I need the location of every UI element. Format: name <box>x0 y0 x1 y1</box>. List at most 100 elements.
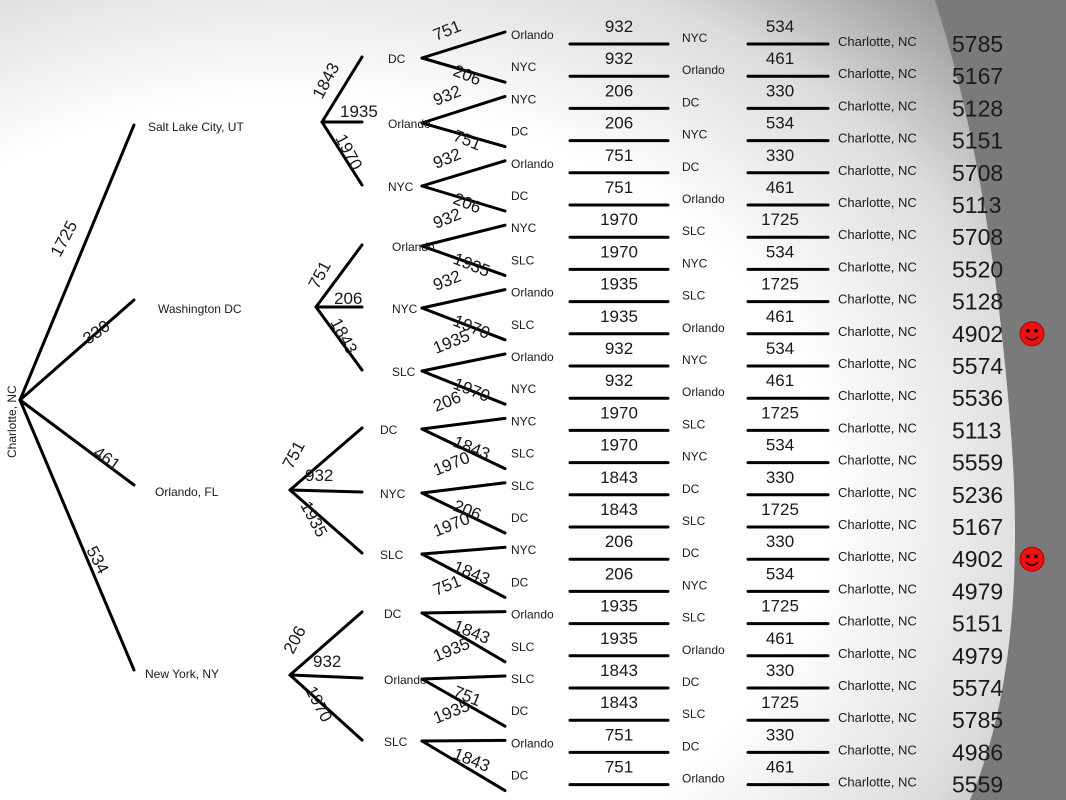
level3-city-label: SLC <box>511 640 535 654</box>
smiley-face-icon <box>1019 546 1045 572</box>
route-end-city-label: Charlotte, NC <box>838 742 917 757</box>
level2-city-label: DC <box>380 423 398 437</box>
level2-city-label: Orlando <box>388 117 431 131</box>
route-total-distance: 5536 <box>952 385 1003 411</box>
edge-level1-to-level2 <box>314 305 364 372</box>
level4-city-label: NYC <box>682 31 708 45</box>
edge-level2-to-level3 <box>420 427 507 471</box>
final-leg-distance-label: 534 <box>766 564 794 583</box>
level3-city-label: DC <box>511 189 529 203</box>
edge-level2-to-level3 <box>420 416 507 431</box>
level4-distance-label: 932 <box>605 371 633 390</box>
route-end-city-label: Charlotte, NC <box>838 646 917 661</box>
final-leg-distance-label: 330 <box>766 725 794 744</box>
edge-level2-to-level3 <box>420 610 507 615</box>
route-end-city-label: Charlotte, NC <box>838 66 917 81</box>
level3-city-label: DC <box>511 125 529 139</box>
route-total-distance: 5574 <box>952 353 1003 379</box>
level4-city-label: DC <box>682 675 700 689</box>
level2-city-label: SLC <box>380 548 404 562</box>
edge-root-to-level1 <box>18 398 136 487</box>
final-leg-distance-label: 1725 <box>761 210 799 229</box>
route-total-distance: 4979 <box>952 643 1003 669</box>
edge-level2-to-level3 <box>420 352 507 373</box>
final-leg-distance-label: 461 <box>766 178 794 197</box>
route-end-city-label: Charlotte, NC <box>838 710 917 725</box>
route-total-distance: 5151 <box>952 611 1003 637</box>
route-end-city-label: Charlotte, NC <box>838 388 917 403</box>
level4-distance-label: 1843 <box>600 500 638 519</box>
level3-city-label: NYC <box>511 543 537 557</box>
level4-city-label: Orlando <box>682 385 725 399</box>
level4-distance-label: 1970 <box>600 242 638 261</box>
final-leg-distance-label: 534 <box>766 17 794 36</box>
level4-city-label: NYC <box>682 256 708 270</box>
final-leg-distance-label: 461 <box>766 49 794 68</box>
level3-city-label: NYC <box>511 92 537 106</box>
route-total-distance: 5151 <box>952 128 1003 154</box>
level4-city-label: NYC <box>682 128 708 142</box>
route-total-distance: 5113 <box>952 417 1001 443</box>
final-leg-distance-label: 330 <box>766 532 794 551</box>
route-end-city-label: Charlotte, NC <box>838 614 917 629</box>
level4-city-label: Orlando <box>682 643 725 657</box>
edge-level2-to-level3 <box>420 223 507 248</box>
route-total-distance: 5708 <box>952 160 1003 186</box>
final-leg-distance-label: 1725 <box>761 693 799 712</box>
route-end-city-label: Charlotte, NC <box>838 517 917 532</box>
edge-level2-to-level3 <box>420 611 507 664</box>
level4-distance-label: 751 <box>605 146 633 165</box>
route-total-distance: 5785 <box>952 31 1003 57</box>
route-end-city-label: Charlotte, NC <box>838 98 917 113</box>
level4-distance-label: 751 <box>605 758 633 777</box>
edge-root-to-level1 <box>18 123 136 402</box>
final-leg-distance-label: 461 <box>766 629 794 648</box>
level2-city-label: DC <box>384 607 402 621</box>
edge-level2-to-level3 <box>420 545 507 556</box>
level4-distance-label: 751 <box>605 725 633 744</box>
level1-city-label: Washington DC <box>158 302 242 316</box>
final-leg-distance-label: 1725 <box>761 275 799 294</box>
edge-level2-to-level3 <box>420 56 507 84</box>
level4-distance-label: 1935 <box>600 307 638 326</box>
level3-city-label: Orlando <box>511 608 554 622</box>
level4-distance-label: 1935 <box>600 275 638 294</box>
level3-city-label: SLC <box>511 672 535 686</box>
edge-root-to-level1 <box>18 298 136 402</box>
level4-distance-label: 206 <box>605 532 633 551</box>
route-end-city-label: Charlotte, NC <box>838 259 917 274</box>
route-total-distance: 4986 <box>952 739 1003 765</box>
edge-level2-to-level3 <box>420 491 507 535</box>
route-end-city-label: Charlotte, NC <box>838 34 917 49</box>
level4-city-label: DC <box>682 95 700 109</box>
level4-distance-label: 1970 <box>600 403 638 422</box>
route-end-city-label: Charlotte, NC <box>838 292 917 307</box>
edge-level2-to-level3 <box>420 552 507 599</box>
route-total-distance: 5559 <box>952 772 1003 798</box>
level1-city-label: Salt Lake City, UT <box>148 120 244 134</box>
level4-city-label: DC <box>682 739 700 753</box>
level3-city-label: NYC <box>511 60 537 74</box>
level3-city-label: DC <box>511 575 529 589</box>
level3-city-label: DC <box>511 704 529 718</box>
route-total-distance: 5520 <box>952 256 1003 282</box>
route-total-distance: 5128 <box>952 289 1003 315</box>
route-end-city-label: Charlotte, NC <box>838 775 917 790</box>
edge-level2-to-level3 <box>420 306 507 342</box>
edge-level2-to-level3 <box>420 738 507 743</box>
edge-level2-to-level3 <box>420 369 507 406</box>
edge-level1-to-level2 <box>320 120 364 187</box>
route-end-city-label: Charlotte, NC <box>838 581 917 596</box>
level1-city-label: Orlando, FL <box>155 485 219 499</box>
edge-level1-to-level2 <box>288 610 364 677</box>
route-end-city-label: Charlotte, NC <box>838 324 917 339</box>
smiley-face-icon <box>1019 321 1045 347</box>
level3-city-label: Orlando <box>511 736 554 750</box>
level3-city-label: DC <box>511 511 529 525</box>
level4-distance-label: 206 <box>605 564 633 583</box>
edge-level2-to-level3 <box>420 481 507 495</box>
background-panel <box>935 0 1066 800</box>
route-end-city-label: Charlotte, NC <box>838 163 917 178</box>
